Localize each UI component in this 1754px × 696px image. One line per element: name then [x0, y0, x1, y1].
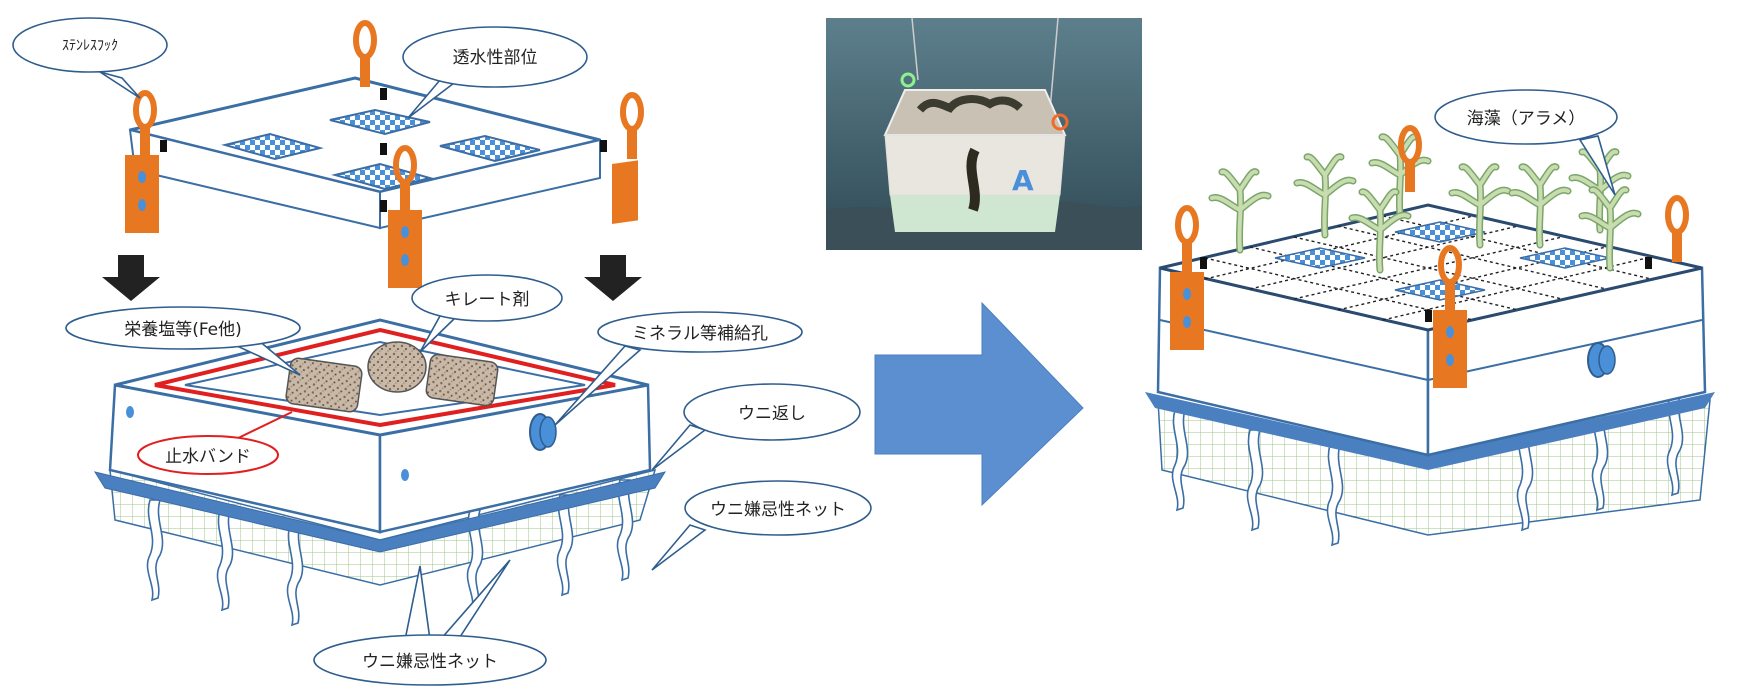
photo: A — [826, 17, 1142, 250]
seaweed-icon — [1212, 172, 1268, 250]
chelating-agent — [367, 341, 427, 393]
down-arrow-icon — [584, 255, 642, 301]
hook-icon — [623, 95, 641, 159]
svg-text:透水性部位: 透水性部位 — [453, 48, 538, 68]
top-lid — [125, 23, 641, 288]
callout-seaweed: 海藻（アラメ） — [1434, 89, 1618, 196]
hook-plate — [1170, 272, 1204, 350]
svg-text:ウニ嫌忌性ネット: ウニ嫌忌性ネット — [710, 500, 846, 520]
permeable-patch — [221, 132, 324, 161]
callout-nutrient-salt: 栄養塩等(Fe他) — [65, 306, 301, 376]
callout-stainless-hook: ｽﾃﾝﾚｽﾌｯｸ — [12, 17, 168, 99]
urchin-return-flange — [1145, 392, 1715, 470]
callout-permeable-part: 透水性部位 — [402, 26, 588, 119]
down-arrow-icon — [102, 255, 160, 301]
photo-box-letter: A — [1012, 164, 1034, 197]
nutrient-block — [425, 353, 499, 407]
hook-plate — [125, 155, 159, 233]
callout-mineral-supply-hole: ミネラル等補給孔 — [554, 311, 803, 426]
permeable-patch — [329, 108, 431, 136]
urchin-return-flange — [93, 471, 667, 553]
assembled-box — [1145, 128, 1715, 546]
hook-plate — [1433, 310, 1467, 388]
callout-urchin-repellent-net-bottom: ウニ嫌忌性ネット — [313, 559, 547, 686]
water-stop-band — [154, 327, 616, 428]
svg-text:ミネラル等補給孔: ミネラル等補給孔 — [632, 324, 768, 344]
callout-urchin-repellent-net-right: ウニ嫌忌性ネット — [651, 480, 872, 571]
nutrient-block — [285, 357, 363, 413]
svg-text:ｽﾃﾝﾚｽﾌｯｸ: ｽﾃﾝﾚｽﾌｯｸ — [62, 38, 118, 54]
svg-text:キレート剤: キレート剤 — [445, 290, 530, 310]
callout-chelating-agent: キレート剤 — [411, 274, 563, 353]
hook-icon — [1668, 198, 1686, 262]
permeable-patch — [439, 134, 541, 163]
svg-text:栄養塩等(Fe他): 栄養塩等(Fe他) — [124, 320, 242, 340]
svg-text:止水バンド: 止水バンド — [165, 447, 251, 467]
svg-text:海藻（アラメ）: 海藻（アラメ） — [1467, 109, 1586, 129]
svg-text:ウニ嫌忌性ネット: ウニ嫌忌性ネット — [362, 652, 498, 672]
callout-water-stop-band: 止水バンド — [137, 411, 293, 475]
callout-urchin-return: ウニ返し — [651, 383, 861, 471]
svg-text:ウニ返し: ウニ返し — [738, 404, 806, 424]
big-right-arrow-icon — [874, 301, 1084, 507]
hook-plate — [388, 210, 422, 288]
